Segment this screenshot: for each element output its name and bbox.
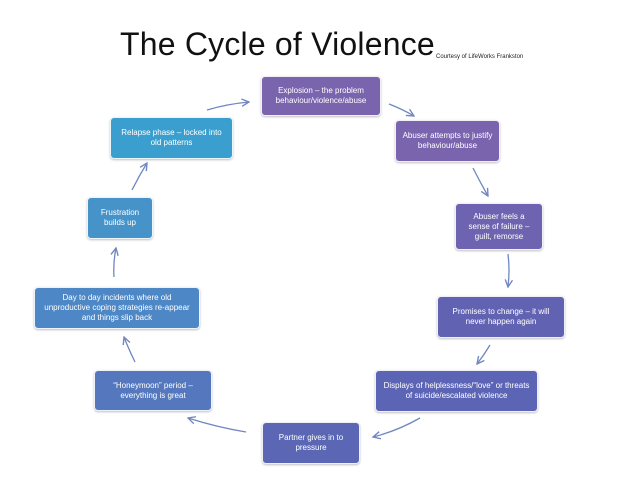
arrow-helplessness-to-gives-in [373,417,421,437]
step-frustration: Frustration builds up [87,197,153,239]
step-failure-label: Abuser feels a sense of failure – guilt,… [468,211,530,241]
step-justify-label: Abuser attempts to justify behaviour/abu… [402,131,493,150]
arrow-promises-to-helplessness [477,344,491,364]
arrow-gives-in-to-honeymoon [188,418,247,433]
step-honeymoon-label: “Honeymoon” period – everything is great [113,380,193,400]
step-gives-in-label: Partner gives in to pressure [278,433,344,452]
diagram-title: The Cycle of Violence [120,26,435,62]
arrow-explosion-to-justify [388,103,414,116]
arrow-failure-to-promises [508,253,509,287]
arrow-justify-to-failure [472,167,488,196]
step-explosion-label: Explosion – the problem behaviour/violen… [275,86,367,105]
step-relapse-label: Relapse phase – locked into old patterns [121,128,222,147]
arrow-relapse-to-explosion [206,102,249,111]
step-helplessness-label: Displays of helplessness/“love” or threa… [383,381,530,400]
step-relapse: Relapse phase – locked into old patterns [110,117,233,159]
step-promises-label: Promises to change – it will never happe… [452,307,550,326]
arrow-honeymoon-to-incidents [124,337,136,363]
step-incidents: Day to day incidents where old unproduct… [34,287,200,329]
step-helplessness: Displays of helplessness/“love” or threa… [375,370,538,412]
step-gives-in: Partner gives in to pressure [262,422,360,464]
step-frustration-label: Frustration builds up [100,208,140,227]
credit-text: Courtesy of LifeWorks Frankston [436,54,524,60]
step-explosion: Explosion – the problem behaviour/violen… [261,76,381,116]
step-failure: Abuser feels a sense of failure – guilt,… [455,203,543,250]
step-promises: Promises to change – it will never happe… [437,296,565,338]
step-incidents-label: Day to day incidents where old unproduct… [44,293,190,322]
arrow-frustration-to-relapse [131,163,147,191]
step-justify: Abuser attempts to justify behaviour/abu… [395,120,500,162]
arrow-incidents-to-frustration [114,248,116,278]
step-honeymoon: “Honeymoon” period – everything is great [94,370,212,411]
